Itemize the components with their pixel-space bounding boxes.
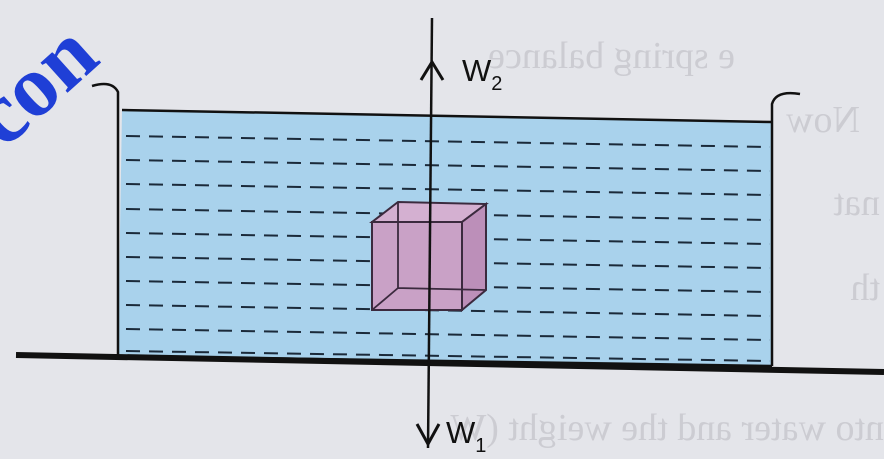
force-axis-line: [426, 17, 434, 449]
bleed-text-1: e spring balance: [488, 35, 735, 77]
force-w2-symbol: W: [462, 53, 492, 88]
force-w2-subscript: 2: [491, 73, 502, 95]
watermark-text: con: [0, 4, 115, 164]
bleed-text-3: nat: [833, 182, 880, 224]
bleed-text-2: Now: [786, 99, 860, 141]
force-label-w1: W1: [446, 415, 486, 457]
arrow-down-icon: [415, 423, 441, 448]
arrow-up-icon: [419, 59, 445, 81]
water-surface-line: [121, 108, 773, 124]
ground-line: [15, 352, 884, 375]
force-w1-symbol: W: [446, 415, 476, 450]
bleed-text-5: nto water and the weight (W: [450, 407, 884, 449]
force-w1-subscript: 1: [475, 435, 486, 457]
water-dash-line: [125, 159, 771, 172]
water-dash-line: [125, 328, 771, 341]
bleed-text-4: th: [850, 267, 880, 309]
container-right-wall: [770, 91, 801, 366]
container-left-wall: [91, 82, 120, 356]
block-side-face: [461, 202, 487, 313]
water-dash-line: [125, 350, 771, 362]
water-dash-line: [125, 183, 771, 196]
water-dash-line: [125, 135, 771, 148]
bleed-through-text-group: e spring balance Now nat th nto water an…: [450, 35, 884, 449]
force-label-w2: W2: [462, 53, 502, 95]
block-front-face: [371, 221, 463, 311]
block-hidden-edges: [371, 202, 487, 311]
